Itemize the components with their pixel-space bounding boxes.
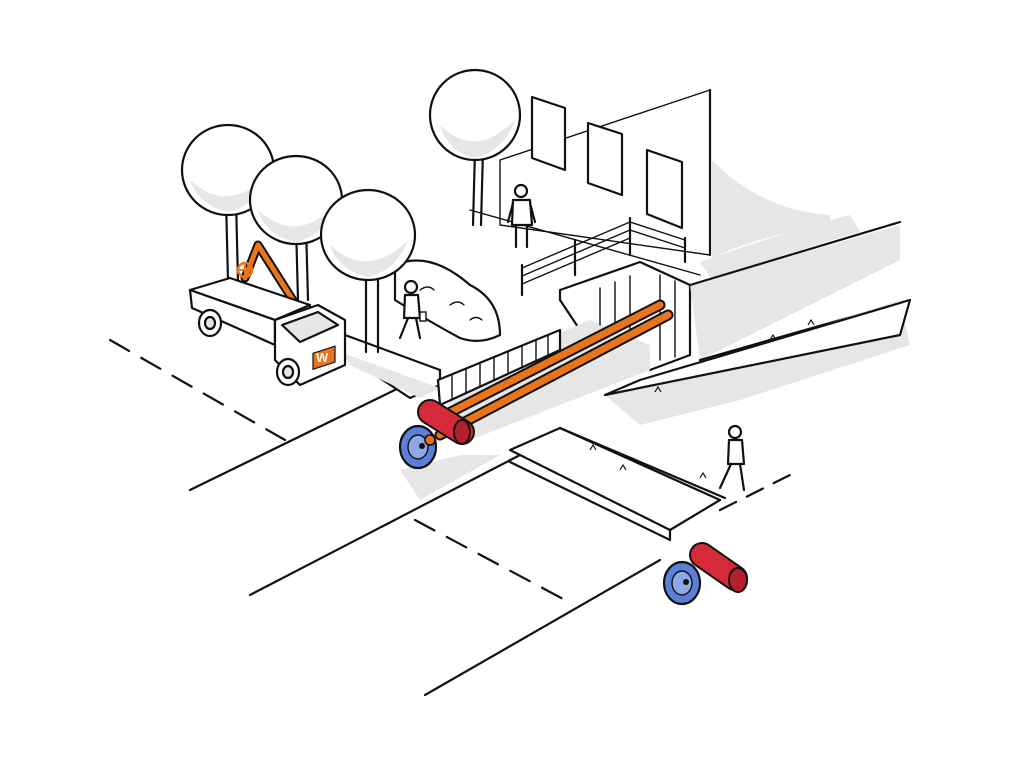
pedestrian-icon: [398, 279, 427, 340]
road-edge-left: [188, 383, 407, 492]
wall-shadow: [700, 215, 860, 280]
road-far-dashed: [718, 473, 792, 512]
road: [108, 338, 792, 697]
building: [499, 88, 830, 258]
fence: [520, 216, 687, 297]
worker-icon: [506, 183, 537, 249]
tree-icon: [319, 188, 417, 354]
trench-side-earth: [690, 225, 900, 360]
road-cut-outline: [603, 298, 912, 397]
road-slab-back-edge: [558, 426, 727, 500]
road-slab-edge: [508, 460, 672, 542]
curb-shadow: [340, 352, 440, 398]
tree-icon: [428, 68, 522, 227]
cable-reel-loose: [662, 560, 702, 606]
truck-logo-badge: [312, 345, 336, 371]
building-shadow: [712, 160, 830, 258]
building-window-3: [645, 148, 684, 230]
truck-icon: W: [188, 240, 347, 387]
truck-windshield: [280, 310, 340, 344]
road-edge-right: [423, 558, 662, 697]
road-center-dashed-right: [413, 518, 567, 602]
tree-icon: [248, 154, 344, 302]
pipe-red-in-trench: [417, 399, 475, 445]
loose-pipe-and-reel: [662, 542, 748, 606]
hedge-bush: [393, 259, 502, 342]
road-slab: [508, 426, 722, 532]
left-sidewalk: [328, 333, 442, 400]
building-window-2: [586, 121, 624, 197]
trees: [180, 68, 522, 354]
pipes: [398, 299, 674, 470]
crane-icon: [236, 240, 301, 310]
truck-logo-text: W: [316, 350, 329, 365]
pipe-orange-1: [441, 301, 664, 419]
pipe-orange-2: [436, 311, 672, 439]
grass-ticks: [589, 318, 815, 479]
road-cut-section: [400, 298, 912, 542]
road-edge-mid: [248, 453, 522, 597]
building-window-1: [530, 95, 567, 172]
pipe-red-loose: [689, 542, 748, 593]
cable-reel-in-trench: [398, 424, 438, 470]
road-center-dashed-left: [108, 338, 287, 442]
trench-side-top: [688, 220, 902, 287]
hedge: [393, 259, 502, 342]
pedestrian-icon: [718, 424, 746, 492]
